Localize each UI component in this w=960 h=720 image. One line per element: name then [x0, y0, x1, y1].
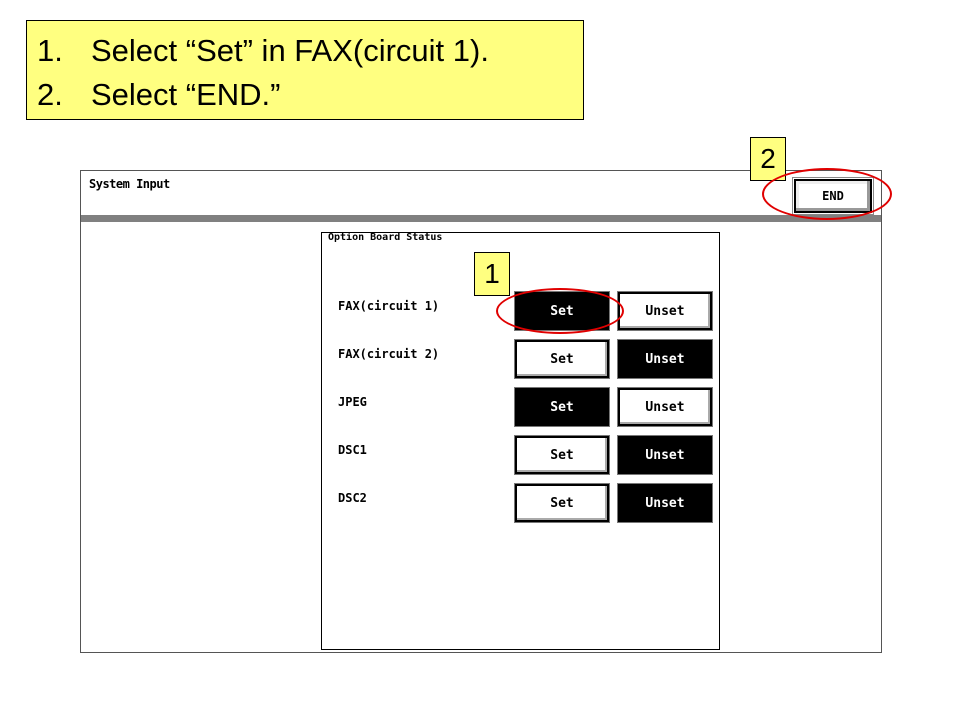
step-number: 2.	[37, 77, 63, 112]
step-2-badge: 2	[750, 137, 786, 181]
jpeg-unset-button[interactable]: Unset	[617, 387, 713, 427]
row-label-jpeg: JPEG	[338, 395, 367, 409]
fax-circuit-2-set-button[interactable]: Set	[514, 339, 610, 379]
dsc2-set-button[interactable]: Set	[514, 483, 610, 523]
dsc1-set-button[interactable]: Set	[514, 435, 610, 475]
step-text: Select “END.”	[91, 77, 281, 112]
step-number: 1.	[37, 33, 63, 68]
row-label-dsc1: DSC1	[338, 443, 367, 457]
screen-title: System Input	[89, 177, 170, 191]
end-highlight-ring	[762, 168, 892, 220]
row-label-fax-circuit-2: FAX(circuit 2)	[338, 347, 440, 361]
instruction-callout: 1. Select “Set” in FAX(circuit 1). 2. Sele…	[26, 20, 584, 120]
fax-circuit-2-unset-button[interactable]: Unset	[617, 339, 713, 379]
title-divider	[81, 215, 881, 222]
system-input-screen: System Input END Option Board Status FAX…	[80, 170, 882, 653]
instruction-step-2: 2. Select “END.”	[37, 73, 583, 117]
step-text: Select “Set” in FAX(circuit 1).	[91, 33, 489, 68]
row-label-dsc2: DSC2	[338, 491, 367, 505]
set-highlight-ring	[496, 288, 624, 334]
step-1-badge: 1	[474, 252, 510, 296]
instruction-step-1: 1. Select “Set” in FAX(circuit 1).	[37, 29, 583, 73]
row-label-fax-circuit-1: FAX(circuit 1)	[338, 299, 440, 313]
fax-circuit-1-unset-button[interactable]: Unset	[617, 291, 713, 331]
dsc1-unset-button[interactable]: Unset	[617, 435, 713, 475]
dsc2-unset-button[interactable]: Unset	[617, 483, 713, 523]
jpeg-set-button[interactable]: Set	[514, 387, 610, 427]
panel-title: Option Board Status	[328, 232, 443, 243]
